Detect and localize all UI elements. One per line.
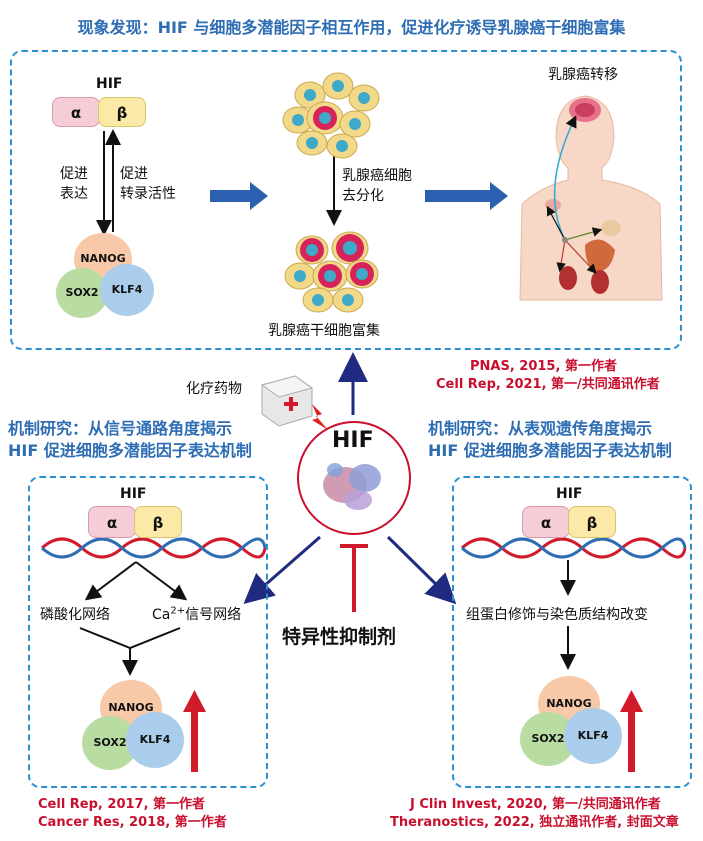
- ca-suffix: 信号网络: [185, 607, 242, 623]
- left-hif-label: HIF: [120, 486, 147, 502]
- metastasis-label: 乳腺癌转移: [548, 67, 618, 83]
- promote-activity-line1: 促进: [120, 166, 148, 182]
- hif-label: HIF: [96, 76, 123, 92]
- right-panel: [452, 476, 692, 788]
- blue-arrow-1: [210, 182, 268, 210]
- top-sox2-circle: SOX2: [56, 268, 108, 318]
- left-cite-1: Cell Rep, 2017, 第一作者: [38, 797, 206, 812]
- left-alpha-subunit: α: [88, 506, 136, 538]
- stem-cell-enrich-label: 乳腺癌干细胞富集: [268, 323, 380, 339]
- chemo-drug-label: 化疗药物: [186, 381, 242, 397]
- top-cite-2: Cell Rep, 2021, 第一/共同通讯作者: [436, 377, 660, 392]
- promote-expression-label: 促进 表达: [60, 164, 88, 204]
- left-title: 机制研究：从信号通路角度揭示 HIF 促进细胞多潜能因子表达机制: [8, 418, 252, 462]
- dedif-label: 乳腺癌细胞 去分化: [342, 166, 412, 206]
- hif-center-label: HIF: [332, 428, 374, 453]
- promote-activity-line2: 转录活性: [120, 186, 176, 202]
- right-beta-subunit: β: [568, 506, 616, 538]
- right-title-line1: 机制研究：从表观遗传角度揭示: [428, 419, 653, 438]
- left-panel: [28, 476, 268, 788]
- cell-cluster-top: [282, 72, 380, 159]
- hif-to-right-arrow: [386, 535, 457, 605]
- cell-cluster-bottom: [284, 231, 379, 313]
- ca-superscript: 2+: [170, 605, 186, 617]
- top-cite-1: PNAS, 2015, 第一作者: [470, 359, 617, 374]
- dedif-line2: 去分化: [342, 188, 384, 204]
- right-klf4-circle: KLF4: [564, 708, 622, 764]
- hif-beta-subunit: β: [98, 97, 146, 127]
- left-cite-2: Cancer Res, 2018, 第一作者: [38, 815, 227, 830]
- hif-alpha-subunit: α: [52, 97, 100, 127]
- promote-expression-line1: 促进: [60, 166, 88, 182]
- left-arrow-ca: [135, 561, 188, 601]
- right-sox2-circle: SOX2: [520, 712, 576, 766]
- left-title-line1: 机制研究：从信号通路角度揭示: [8, 419, 233, 438]
- blue-arrow-2: [425, 182, 508, 210]
- histone-label: 组蛋白修饰与染色质结构改变: [466, 607, 648, 623]
- left-beta-subunit: β: [134, 506, 182, 538]
- hif-protein-structure: [323, 463, 381, 510]
- phos-network-label: 磷酸化网络: [40, 607, 110, 623]
- right-cite-2: Theranostics, 2022, 独立通讯作者, 封面文章: [390, 815, 679, 830]
- right-alpha-subunit: α: [522, 506, 570, 538]
- right-cite-1: J Clin Invest, 2020, 第一/共同通讯作者: [410, 797, 661, 812]
- human-body-metastasis: [519, 95, 663, 301]
- promote-expression-line2: 表达: [60, 186, 88, 202]
- right-up-arrow: [620, 690, 643, 772]
- dedif-line1: 乳腺癌细胞: [342, 168, 412, 184]
- dna-left: [40, 537, 267, 559]
- top-title: 现象发现：HIF 与细胞多潜能因子相互作用，促进化疗诱导乳腺癌干细胞富集: [77, 18, 626, 37]
- left-arrow-phos: [84, 561, 137, 601]
- promote-activity-label: 促进 转录活性: [120, 164, 176, 204]
- hif-to-left-arrow: [243, 535, 321, 604]
- right-title-line2: HIF 促进细胞多潜能因子表达机制: [428, 441, 672, 460]
- dna-right: [460, 537, 687, 559]
- ca-network-label: Ca2+信号网络: [152, 604, 241, 624]
- chemo-drug-box-icon: [260, 375, 314, 427]
- left-title-line2: HIF 促进细胞多潜能因子表达机制: [8, 441, 252, 460]
- ca-prefix: Ca: [152, 607, 171, 623]
- top-klf4-circle: KLF4: [100, 264, 154, 316]
- inhibitor-label: 特异性抑制剂: [282, 626, 397, 648]
- right-hif-label: HIF: [556, 486, 583, 502]
- left-klf4-circle: KLF4: [126, 712, 184, 768]
- left-up-arrow: [183, 690, 206, 772]
- right-title: 机制研究：从表观遗传角度揭示 HIF 促进细胞多潜能因子表达机制: [428, 418, 672, 462]
- top-panel: [10, 50, 682, 350]
- lightning-bolt: [312, 404, 328, 430]
